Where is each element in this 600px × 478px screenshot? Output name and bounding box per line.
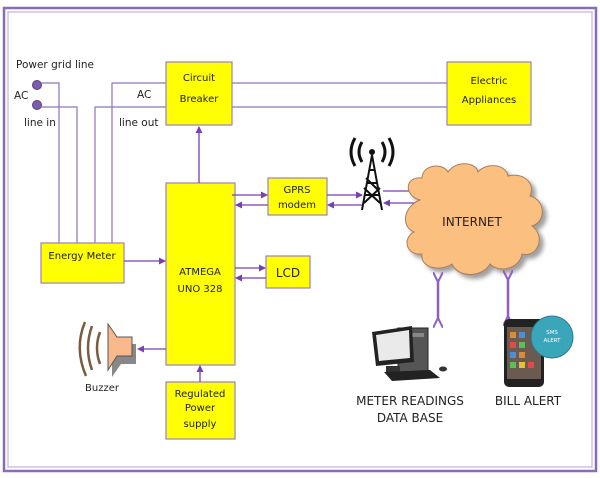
power-grid-line-label: Power grid line xyxy=(16,59,94,71)
svg-text:INTERNET: INTERNET xyxy=(442,215,502,229)
ac-terminal-1 xyxy=(32,80,42,90)
svg-text:Regulated: Regulated xyxy=(175,389,226,400)
svg-text:ATMEGA: ATMEGA xyxy=(179,267,221,278)
svg-text:ALERT: ALERT xyxy=(543,338,561,344)
computer-icon xyxy=(372,326,447,381)
database-label-line1: METER READINGS xyxy=(356,394,464,408)
line-in-label: line in xyxy=(24,117,56,129)
svg-text:Energy Meter: Energy Meter xyxy=(48,251,116,262)
svg-text:Electric: Electric xyxy=(470,76,507,87)
ac-in-label: AC xyxy=(14,90,28,102)
svg-text:Breaker: Breaker xyxy=(180,94,220,105)
line-out-label: line out xyxy=(119,117,158,129)
buzzer-icon xyxy=(78,321,136,377)
ac-terminal-2 xyxy=(32,100,42,110)
lcd-block: LCD xyxy=(265,255,311,289)
frame-inner xyxy=(7,11,593,468)
svg-text:modem: modem xyxy=(278,200,316,211)
svg-text:GPRS: GPRS xyxy=(283,185,310,196)
internet-cloud: INTERNET xyxy=(405,163,543,275)
electric-appliances-block: Electric Appliances xyxy=(446,61,532,126)
power-wires xyxy=(41,82,447,243)
sms-alert-badge: SMS ALERT xyxy=(530,315,574,359)
power-supply-block: Regulated Power supply xyxy=(165,381,236,440)
frame-outer xyxy=(2,6,598,473)
svg-text:Appliances: Appliances xyxy=(462,95,516,106)
svg-text:SMS: SMS xyxy=(546,330,558,336)
atmega-block: ATMEGA UNO 328 xyxy=(165,182,236,366)
cell-tower-icon xyxy=(349,137,395,211)
svg-text:Circuit: Circuit xyxy=(183,73,215,84)
circuit-breaker-block: Circuit Breaker xyxy=(165,61,233,126)
svg-text:LCD: LCD xyxy=(276,266,300,280)
bill-alert-label: BILL ALERT xyxy=(495,394,562,408)
database-label-line2: DATA BASE xyxy=(377,411,443,425)
ac-out-label: AC xyxy=(137,89,151,101)
energy-meter-block: Energy Meter xyxy=(40,242,125,284)
svg-text:UNO 328: UNO 328 xyxy=(178,284,223,295)
svg-text:Power: Power xyxy=(185,403,216,414)
buzzer-label: Buzzer xyxy=(85,383,120,394)
signal-arrows xyxy=(124,126,418,382)
gprs-modem-block: GPRS modem xyxy=(267,177,328,216)
svg-text:supply: supply xyxy=(184,419,217,430)
